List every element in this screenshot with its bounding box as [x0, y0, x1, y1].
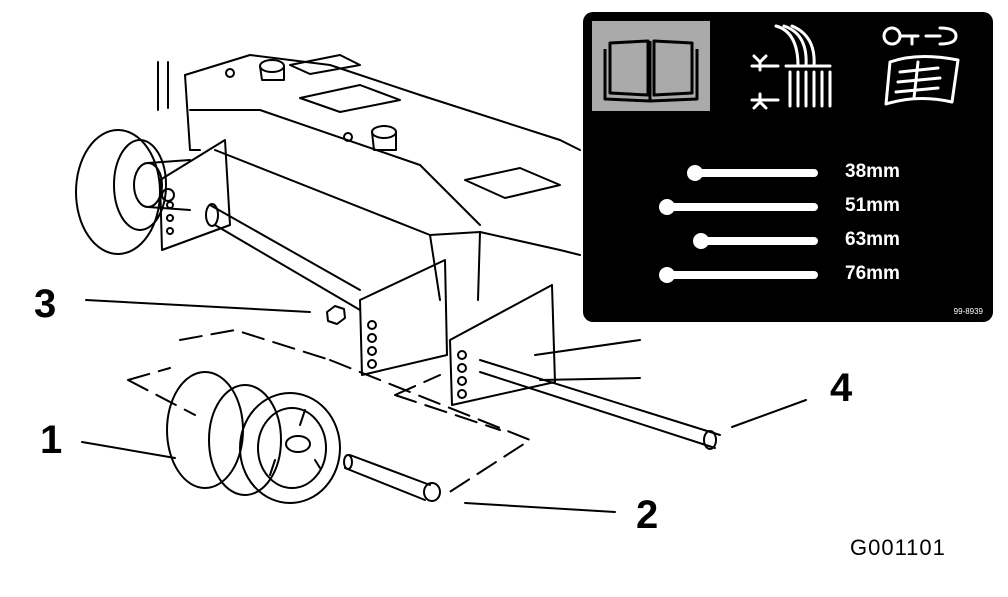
height-bar: [665, 203, 818, 211]
service-wrench-icon: [878, 22, 968, 110]
height-bar: [693, 169, 818, 177]
manual-book-icon: [592, 21, 710, 111]
callout-1: 1: [40, 418, 63, 462]
height-label: 51mm: [845, 195, 900, 216]
callout-4: 4: [830, 366, 853, 410]
height-row-63: 63mm: [583, 224, 993, 258]
height-row-76: 76mm: [583, 258, 993, 292]
decal-part-code: 99-8939: [953, 307, 983, 316]
height-bar: [699, 237, 818, 245]
height-row-38: 38mm: [583, 156, 993, 190]
height-label: 63mm: [845, 229, 900, 250]
callout-2: 2: [636, 493, 659, 537]
height-label: 38mm: [845, 161, 900, 182]
height-row-51: 51mm: [583, 190, 993, 224]
height-of-cut-decal: 38mm 51mm 63mm 76mm 99-8939: [583, 12, 993, 322]
callout-3: 3: [34, 282, 57, 326]
height-of-cut-icon: [738, 22, 838, 110]
height-bar: [665, 271, 818, 279]
figure-code: G001101: [850, 535, 946, 560]
height-label: 76mm: [845, 263, 900, 284]
